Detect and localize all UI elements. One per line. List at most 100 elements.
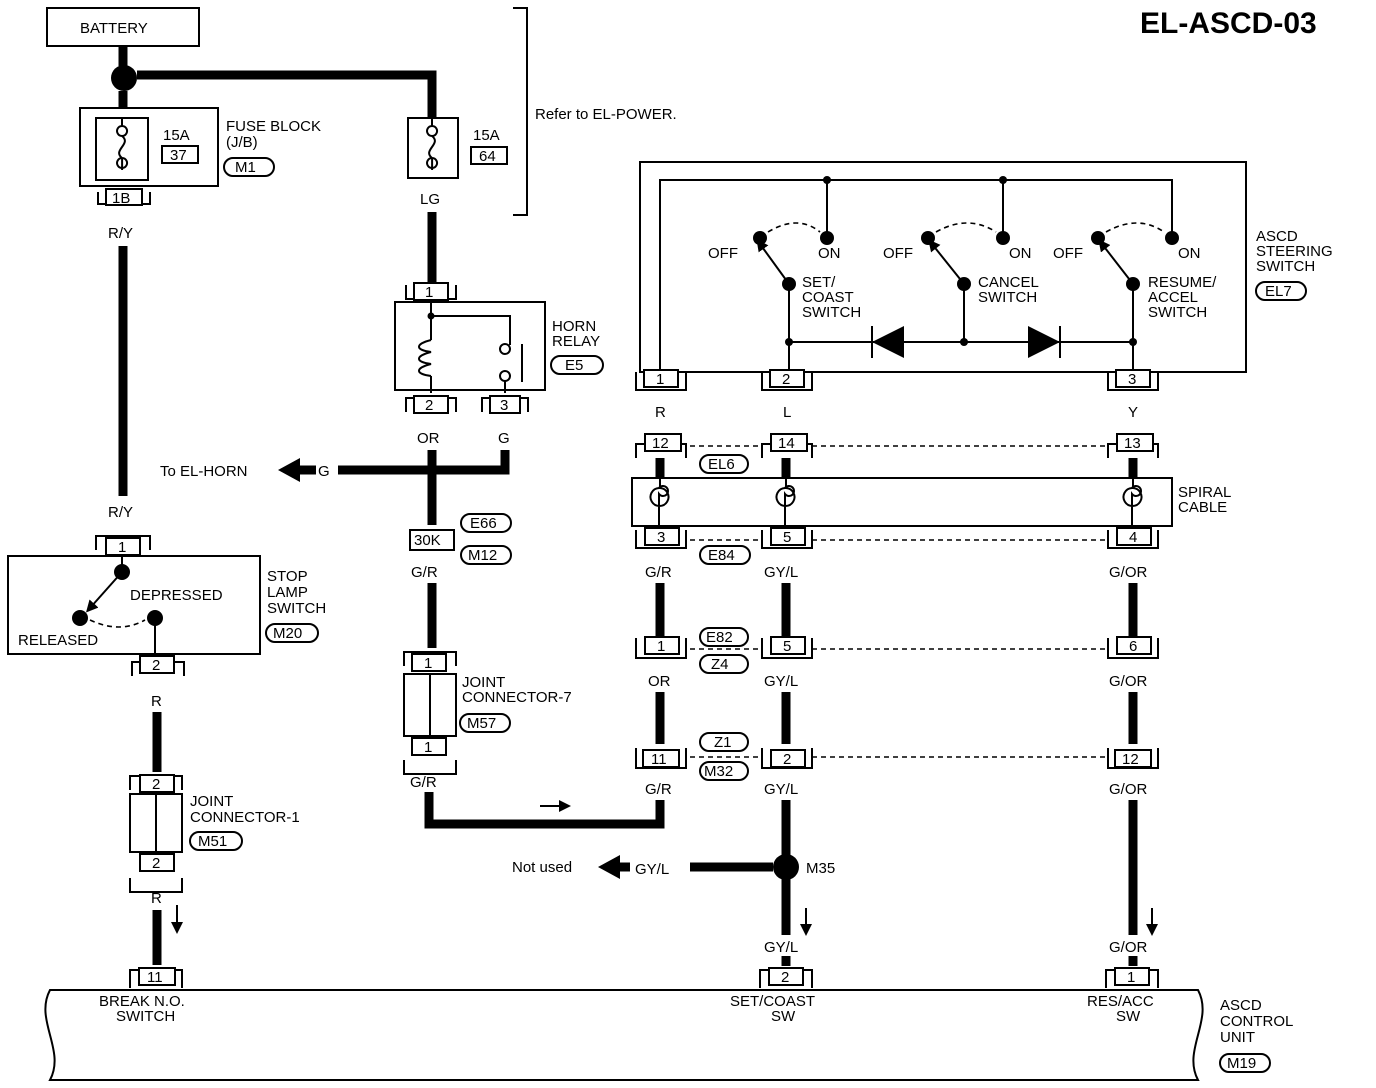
color-l-steer: L xyxy=(783,404,791,421)
svg-text:5: 5 xyxy=(783,638,791,655)
to-horn-color: G xyxy=(318,463,330,480)
svg-text:5: 5 xyxy=(783,529,791,546)
svg-text:11: 11 xyxy=(651,751,667,768)
svg-text:ASCD: ASCD xyxy=(1220,997,1262,1014)
color-y-steer: Y xyxy=(1128,404,1138,421)
svg-text:1: 1 xyxy=(425,284,433,301)
spiral-cable: SPIRAL CABLE xyxy=(631,477,1231,527)
svg-text:2: 2 xyxy=(783,751,791,768)
svg-text:37: 37 xyxy=(170,147,187,164)
svg-text:M12: M12 xyxy=(468,547,497,564)
svg-text:12: 12 xyxy=(1122,751,1139,768)
svg-text:M57: M57 xyxy=(467,715,496,732)
svg-text:1: 1 xyxy=(118,539,126,556)
svg-text:(J/B): (J/B) xyxy=(226,134,258,151)
color-r-2: R xyxy=(151,890,162,907)
svg-text:2: 2 xyxy=(152,657,160,674)
svg-text:UNIT: UNIT xyxy=(1220,1029,1255,1046)
svg-text:RESUME/: RESUME/ xyxy=(1148,274,1217,291)
svg-text:64: 64 xyxy=(479,148,496,165)
svg-text:SET/COAST: SET/COAST xyxy=(730,993,815,1010)
svg-text:14: 14 xyxy=(778,435,795,452)
svg-text:RELAY: RELAY xyxy=(552,333,600,350)
stop-lamp-switch: 1 DEPRESSED RELEASED 2 STOP LAMP SWITCH … xyxy=(7,535,326,676)
svg-text:JOINT: JOINT xyxy=(190,793,233,810)
color-ry-top: R/Y xyxy=(108,225,133,242)
svg-text:SWITCH: SWITCH xyxy=(1256,258,1315,275)
svg-text:SWITCH: SWITCH xyxy=(1148,304,1207,321)
svg-text:CONNECTOR-1: CONNECTOR-1 xyxy=(190,809,300,826)
svg-text:3: 3 xyxy=(1128,371,1136,388)
svg-text:DEPRESSED: DEPRESSED xyxy=(130,587,223,604)
wire-battery-fuse64 xyxy=(137,70,437,118)
svg-text:CANCEL: CANCEL xyxy=(978,274,1039,291)
refer-bracket xyxy=(513,7,528,216)
svg-text:1B: 1B xyxy=(112,190,130,207)
color-gr-c: G/R xyxy=(645,781,672,798)
not-used-color: GY/L xyxy=(635,861,669,878)
svg-text:ON: ON xyxy=(818,245,841,262)
not-used-label: Not used xyxy=(512,859,572,876)
svg-text:HORN: HORN xyxy=(552,318,596,335)
color-gor-a: G/OR xyxy=(1109,564,1148,581)
svg-text:11: 11 xyxy=(147,969,163,986)
svg-text:OFF: OFF xyxy=(708,245,738,262)
svg-text:OFF: OFF xyxy=(1053,245,1083,262)
color-gyl-b: GY/L xyxy=(764,673,798,690)
connector-el6: 12 14 13 EL6 xyxy=(635,433,1159,474)
svg-text:EL7: EL7 xyxy=(1265,283,1292,300)
svg-text:G/R: G/R xyxy=(410,774,437,791)
svg-text:1: 1 xyxy=(424,655,432,672)
svg-text:2: 2 xyxy=(152,776,160,793)
svg-text:SW: SW xyxy=(771,1008,796,1025)
splice-m35 xyxy=(773,854,799,880)
fuse-64: 15A 64 LG xyxy=(407,117,508,208)
wire-gr-to-11 xyxy=(424,792,665,829)
refer-text: Refer to EL-POWER. xyxy=(535,106,677,123)
svg-text:13: 13 xyxy=(1124,435,1141,452)
svg-text:STOP: STOP xyxy=(267,568,308,585)
svg-text:STEERING: STEERING xyxy=(1256,243,1333,260)
to-horn-label: To EL-HORN xyxy=(160,463,248,480)
battery-box xyxy=(46,7,200,47)
color-gyl-a: GY/L xyxy=(764,564,798,581)
svg-text:JOINT: JOINT xyxy=(462,674,505,691)
svg-text:SET/: SET/ xyxy=(802,274,836,291)
svg-text:15A: 15A xyxy=(473,127,500,144)
color-gor-d: G/OR xyxy=(1109,939,1148,956)
svg-text:Z1: Z1 xyxy=(714,734,732,751)
color-r-1: R xyxy=(151,693,162,710)
svg-text:M20: M20 xyxy=(273,625,302,642)
connector-30k: 30K E66 M12 G/R xyxy=(409,513,512,581)
svg-text:SWITCH: SWITCH xyxy=(267,600,326,617)
wire-to-horn xyxy=(338,450,510,475)
svg-text:M32: M32 xyxy=(704,763,733,780)
color-gyl-c: GY/L xyxy=(764,781,798,798)
svg-text:CONNECTOR-7: CONNECTOR-7 xyxy=(462,689,572,706)
svg-text:OR: OR xyxy=(417,430,440,447)
ascd-control-unit: 11 2 1 BREAK N.O. SWITCH SET/COAST SW RE… xyxy=(44,967,1293,1081)
svg-text:E84: E84 xyxy=(708,547,735,564)
svg-text:M19: M19 xyxy=(1227,1055,1256,1072)
diagram-title: EL-ASCD-03 xyxy=(1140,7,1317,40)
svg-text:E66: E66 xyxy=(470,515,497,532)
svg-text:M51: M51 xyxy=(198,833,227,850)
svg-text:BREAK N.O.: BREAK N.O. xyxy=(99,993,185,1010)
svg-text:LAMP: LAMP xyxy=(267,584,308,601)
svg-text:SWITCH: SWITCH xyxy=(802,304,861,321)
svg-text:1: 1 xyxy=(656,371,664,388)
svg-text:COAST: COAST xyxy=(802,289,854,306)
connector-z1: 11 2 12 Z1 M32 xyxy=(635,732,1159,781)
svg-text:3: 3 xyxy=(500,397,508,414)
joint-connector-1: 2 2 JOINT CONNECTOR-1 M51 xyxy=(129,774,300,893)
color-gor-c: G/OR xyxy=(1109,781,1148,798)
svg-text:1: 1 xyxy=(657,638,665,655)
svg-text:SWITCH: SWITCH xyxy=(116,1008,175,1025)
svg-text:RES/ACC: RES/ACC xyxy=(1087,993,1154,1010)
svg-text:M1: M1 xyxy=(235,159,256,176)
svg-text:G: G xyxy=(498,430,510,447)
svg-text:30K: 30K xyxy=(414,532,441,549)
ascd-steering-switch: OFF ON OFF ON OFF ON SET/ COAST SWITCH C… xyxy=(635,161,1333,391)
battery-splice xyxy=(111,65,137,91)
